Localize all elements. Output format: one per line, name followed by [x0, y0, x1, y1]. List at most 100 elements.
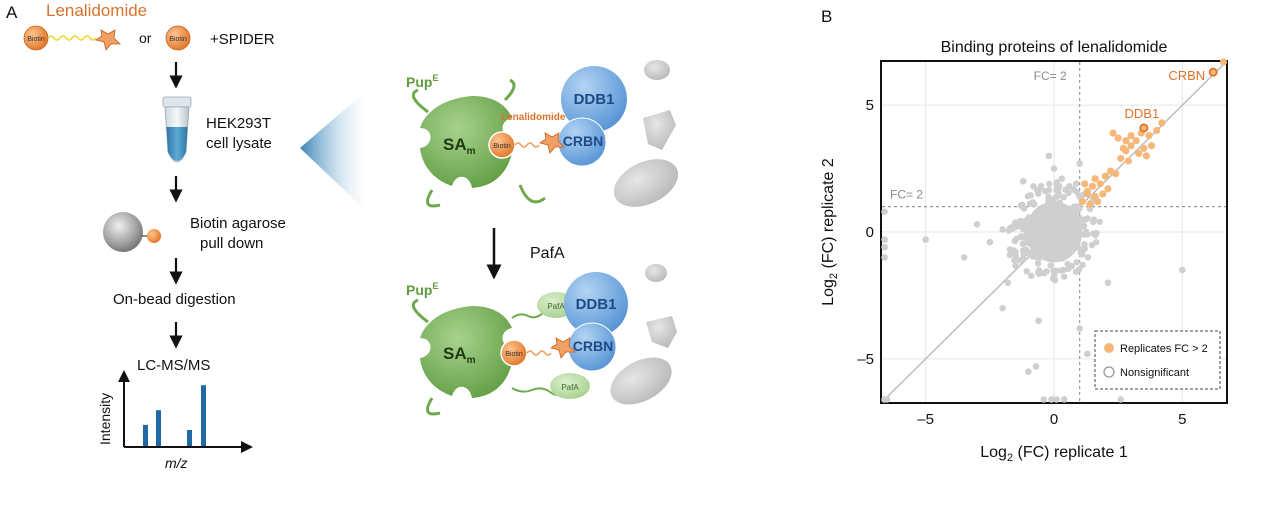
nonsignificant-point: [883, 396, 891, 403]
cloud-point: [1020, 251, 1027, 258]
crbn-label-bottom: CRBN: [573, 338, 613, 354]
cloud-point: [1033, 253, 1040, 261]
cloud-point: [1061, 273, 1068, 280]
lenalidomide-star-icon-top: [539, 132, 565, 154]
cloud-point: [1009, 225, 1017, 232]
chart-legend: Replicates FC > 2 Nonsignificant: [1094, 330, 1221, 390]
cloud-point: [1084, 254, 1092, 261]
pafa-label-1: PafA: [547, 302, 565, 311]
cloud-point: [1040, 239, 1048, 247]
pup-label-bottom: PupE: [406, 281, 438, 298]
grey-protein-5: [646, 316, 677, 348]
cloud-point: [1055, 192, 1063, 199]
complex-bottom: PupE SAm Biotin PafA PafA DDB1 CRBN: [406, 264, 677, 416]
grey-protein-4: [645, 264, 667, 282]
biotin-label-bottom: Biotin: [505, 351, 523, 358]
nonsignificant-point: [1117, 396, 1125, 403]
chart-title: Binding proteins of lenalidomide: [941, 39, 1168, 56]
nonsignificant-point: [973, 221, 981, 228]
cloud-point: [1081, 245, 1089, 252]
cloud-point: [1035, 217, 1042, 225]
cloud-point: [1019, 240, 1027, 248]
panel-b: B Binding proteins of lenalidomide FC= 2…: [820, 7, 1228, 464]
significant-point: [1094, 197, 1102, 206]
cloud-point: [1047, 262, 1054, 269]
significant-point: [1101, 172, 1109, 180]
legend-marker-significant: [1104, 343, 1114, 353]
lysate-tube-icon: [162, 96, 192, 163]
pafa-arrow-label: PafA: [530, 245, 565, 262]
nonsignificant-point: [999, 226, 1006, 233]
cloud-point: [1051, 228, 1059, 236]
grey-protein-3: [613, 159, 679, 207]
cloud-point: [1031, 235, 1038, 242]
nonsignificant-point: [881, 208, 888, 216]
digestion-text: On-bead digestion: [113, 291, 236, 308]
cloud-point: [1046, 180, 1053, 188]
cloud-point: [1076, 205, 1083, 212]
cloud-point: [1049, 275, 1057, 282]
x-tick-label: 5: [1178, 411, 1186, 428]
spectrum-peak-3: [201, 385, 206, 446]
cloud-point: [1012, 262, 1019, 269]
cloud-point: [1045, 186, 1053, 194]
sam-label-top: SAm: [443, 135, 476, 157]
complex-top: PupE SAm Biotin DDB1 CRBN Lenalidomide: [406, 60, 679, 208]
significant-point: [1099, 190, 1107, 198]
nonsignificant-point: [1035, 317, 1042, 325]
cloud-point: [1058, 222, 1066, 229]
grey-protein-6: [610, 357, 672, 405]
cloud-point: [1059, 204, 1067, 211]
cloud-point: [1039, 230, 1047, 237]
legend-label-nonsignificant: Nonsignificant: [1120, 367, 1189, 379]
cloud-point: [1041, 207, 1048, 214]
nonsignificant-point: [881, 236, 888, 243]
agarose-bead-icon: [103, 212, 161, 252]
cloud-point: [1042, 222, 1050, 229]
nonsignificant-point: [1030, 183, 1037, 190]
significant-point: [1117, 154, 1125, 163]
significant-point: [1112, 170, 1120, 178]
legend-marker-nonsignificant: [1103, 366, 1115, 378]
significant-point: [1158, 119, 1166, 127]
grey-protein-1: [644, 60, 670, 80]
nonsignificant-point: [1104, 279, 1112, 287]
cloud-point: [1034, 260, 1042, 267]
biotin-control-probe: Biotin: [165, 25, 191, 51]
cloud-point: [1072, 232, 1079, 239]
nonsignificant-point: [1076, 160, 1083, 167]
nonsignificant-point: [1060, 396, 1068, 403]
cloud-point: [1011, 237, 1018, 245]
spider-text: +SPIDER: [210, 31, 275, 48]
y-tick-label: –5: [857, 351, 874, 368]
nonsignificant-point: [1050, 165, 1058, 172]
ms-spectrum: Intensity m/z: [97, 370, 253, 471]
cloud-point: [1072, 180, 1080, 187]
nonsignificant-point: [1179, 266, 1186, 274]
lenalidomide-title: Lenalidomide: [46, 1, 147, 20]
cloud-point: [1043, 245, 1051, 253]
cloud-point: [1090, 216, 1098, 223]
nonsignificant-point: [1025, 368, 1032, 375]
cloud-point: [1028, 272, 1035, 280]
cloud-point: [1024, 192, 1032, 200]
sam-label-bottom: SAm: [443, 344, 476, 366]
cloud-point: [1034, 187, 1041, 194]
cloud-point: [1006, 246, 1014, 253]
significant-point: [1081, 180, 1089, 188]
cloud-point: [1096, 218, 1103, 225]
cloud-point: [1044, 214, 1051, 222]
highlight-point-crbn: [1208, 67, 1218, 77]
y-tick-labels: 50–5: [857, 97, 874, 368]
nonsignificant-point: [960, 254, 968, 261]
highlight-label-ddb1: DDB1: [1125, 106, 1160, 121]
cloud-point: [1057, 252, 1065, 260]
cloud-point: [1065, 265, 1072, 272]
crbn-label-top: CRBN: [563, 133, 603, 149]
cloud-point: [1047, 254, 1054, 262]
cloud-point: [1077, 250, 1085, 257]
significant-point: [1109, 129, 1117, 137]
grey-protein-2: [643, 110, 676, 150]
cloud-point: [1029, 199, 1037, 206]
